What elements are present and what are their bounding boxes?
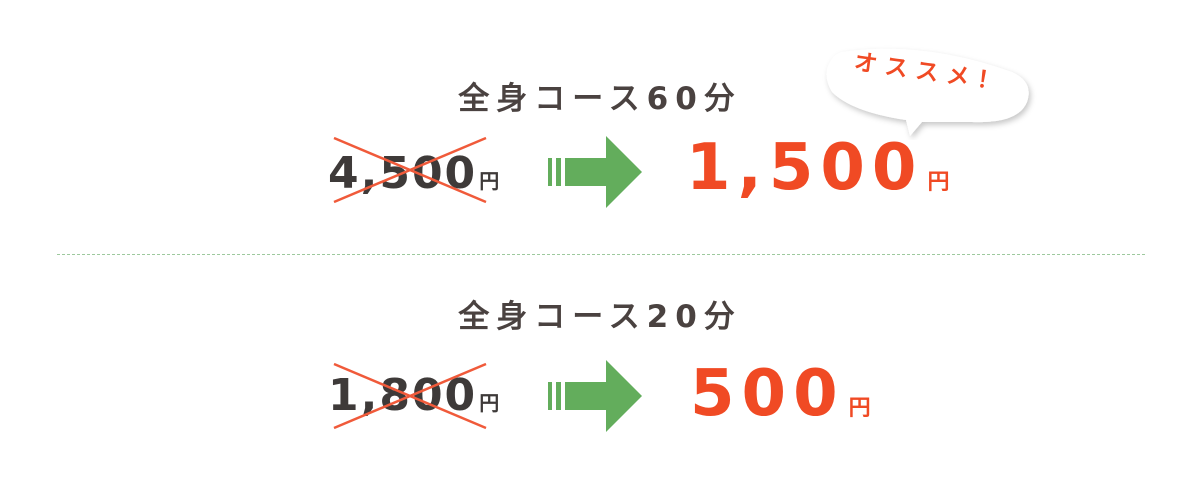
course-title-60min: 全身コース60分: [458, 81, 742, 117]
old-price-unit: 円: [479, 169, 500, 193]
new-price-unit: 円: [848, 396, 871, 421]
strike-cross-icon: [333, 136, 487, 204]
recommend-speech-bubble: [826, 48, 1029, 136]
old-price-unit: 円: [479, 391, 500, 415]
arrow-right-icon: [548, 360, 642, 432]
old-price-value: 1,800: [328, 370, 478, 421]
section-divider: [57, 254, 1145, 255]
new-price-value: 500: [690, 357, 845, 431]
new-price-unit: 円: [927, 170, 950, 195]
new-price-value: 1,500: [686, 131, 924, 205]
course-title-20min: 全身コース20分: [458, 299, 742, 335]
arrow-right-icon: [548, 136, 642, 208]
strike-cross-icon: [333, 362, 487, 430]
